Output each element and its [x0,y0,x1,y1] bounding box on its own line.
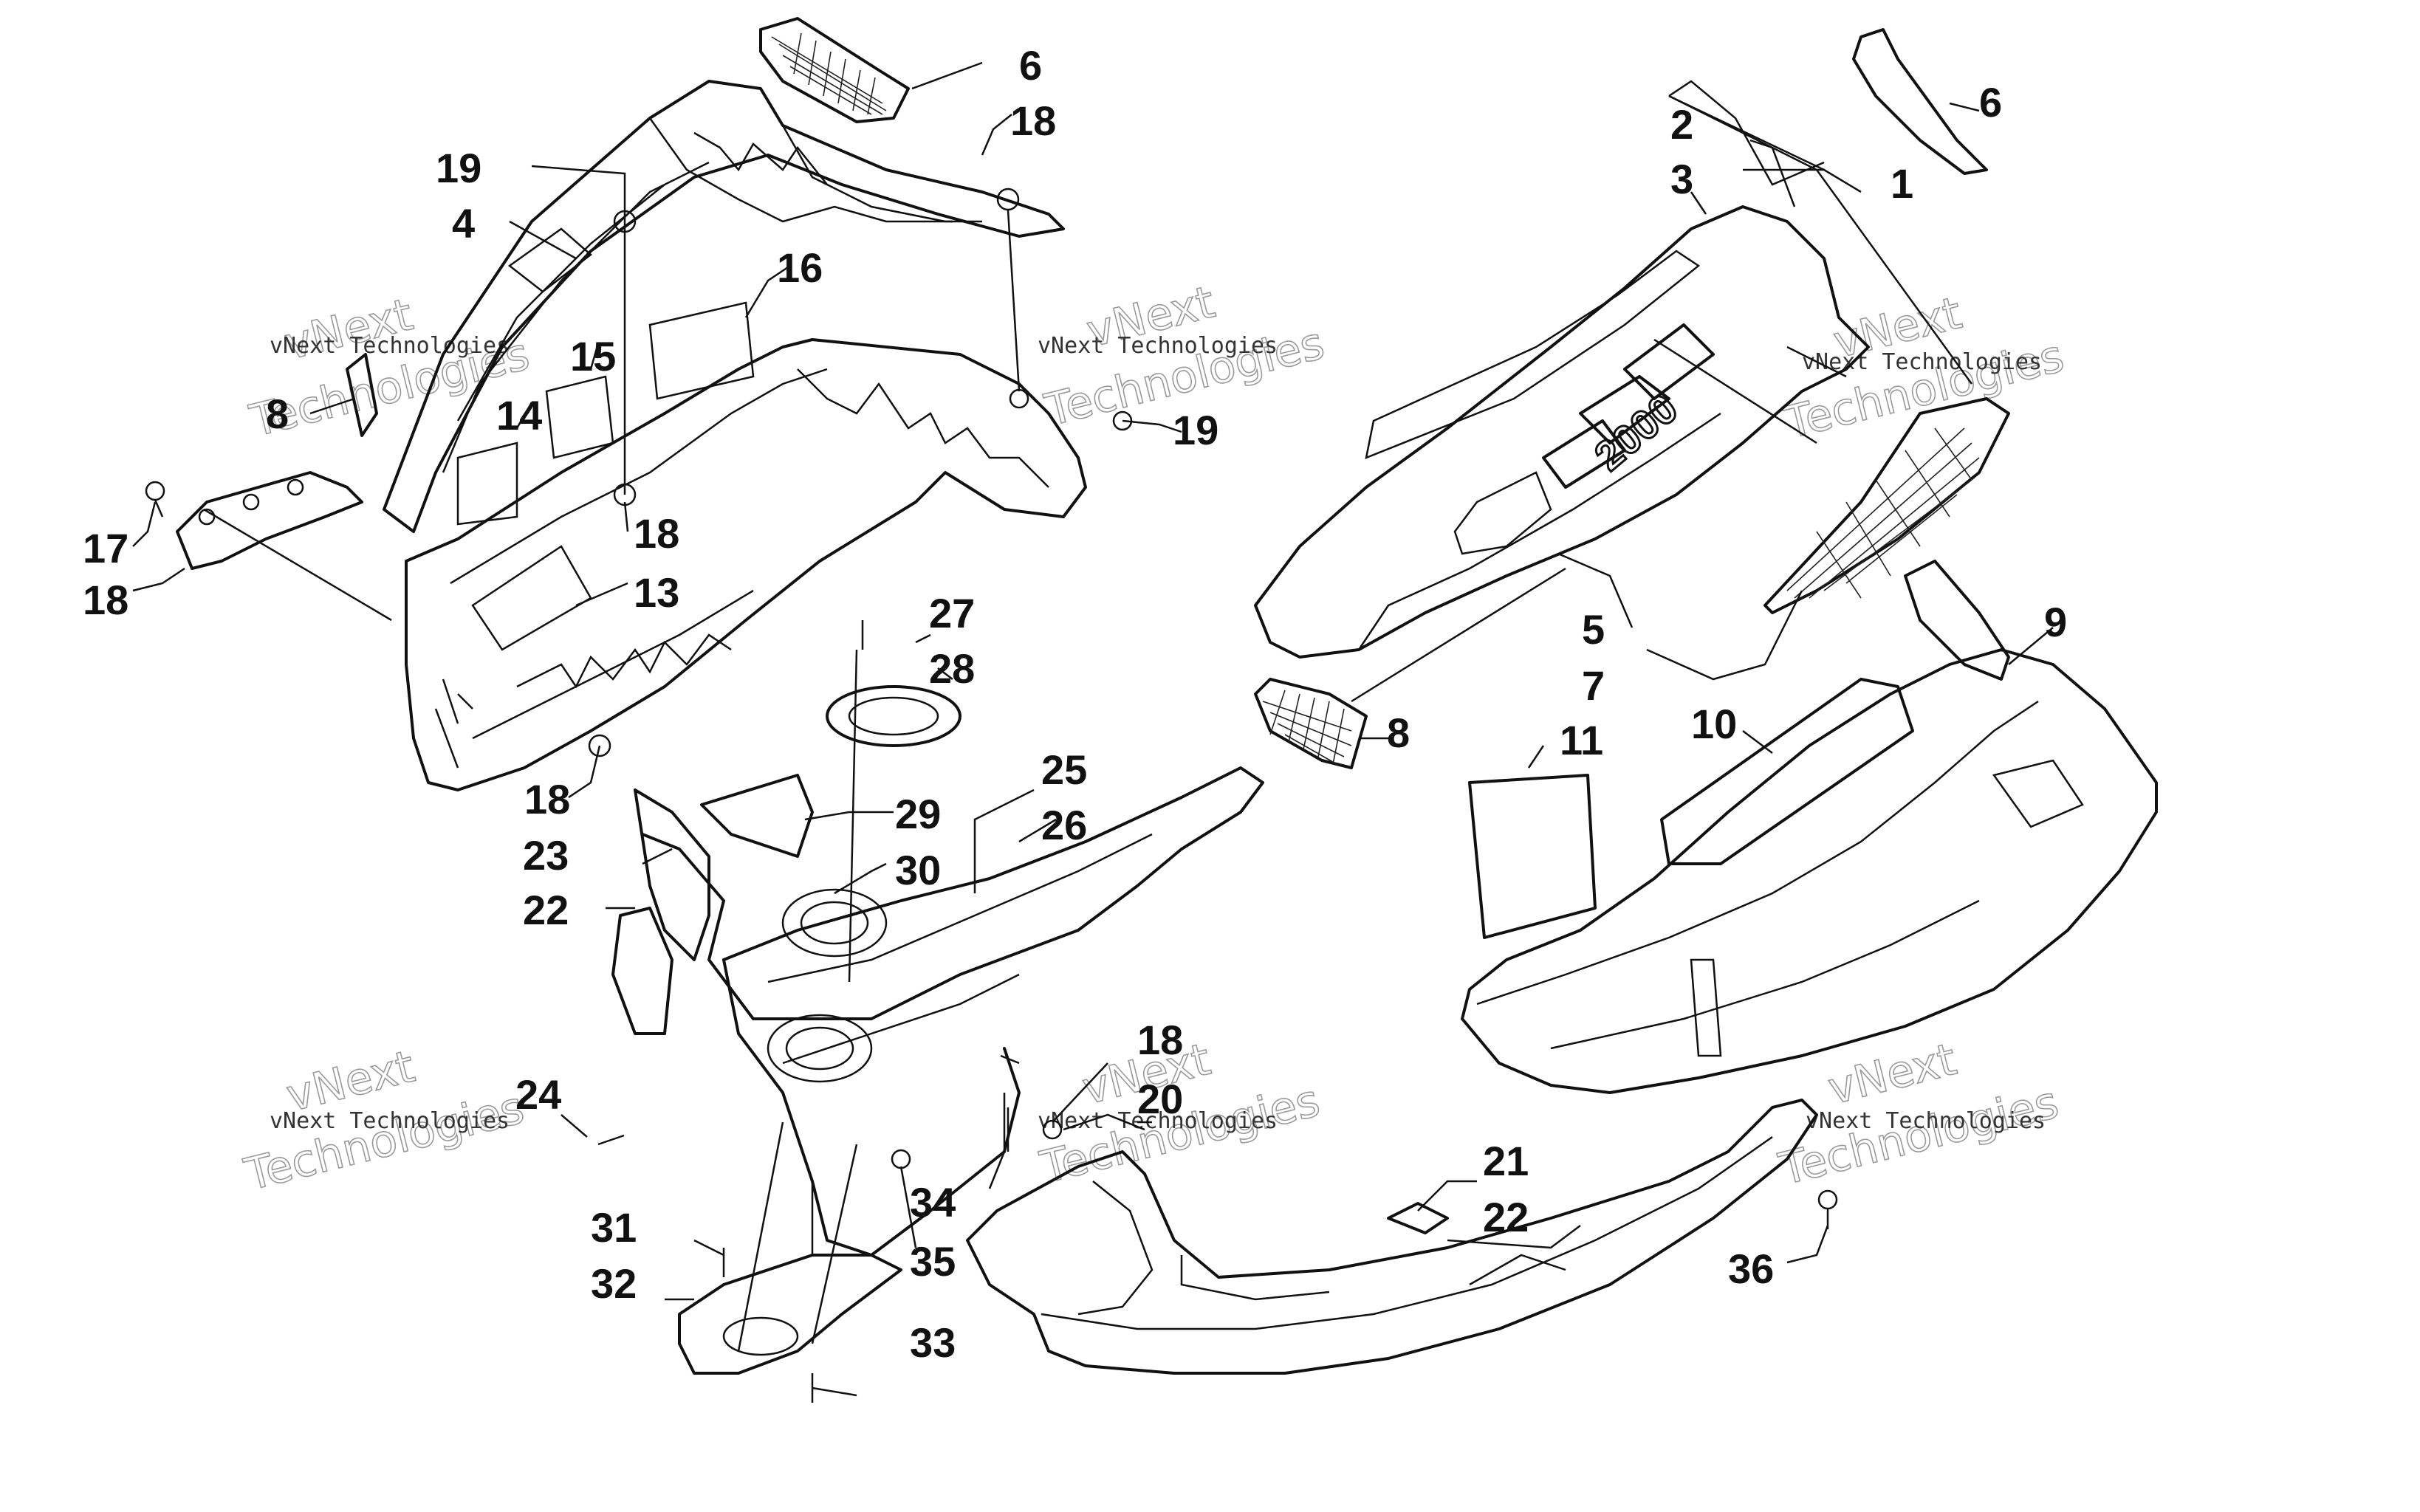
callout-26: 26 [1041,802,1087,848]
watermark-text: vNext Technologies [270,1108,510,1134]
callout-10: 10 [1691,701,1737,747]
watermark-text: vNext Technologies [1802,349,2042,375]
callout-8-left: 8 [266,391,289,437]
callout-33: 33 [910,1319,956,1366]
callout-1: 1 [1891,160,1913,207]
callout-8-right: 8 [1387,709,1410,756]
callout-7: 7 [1582,662,1605,709]
svg-text:Technologies: Technologies [239,1082,529,1200]
callout-21: 21 [1483,1138,1529,1184]
callout-14: 15 [570,333,616,379]
fasteners [597,410,1133,1403]
callout-2: 2 [1670,101,1693,148]
callout-20: 20 [1137,1076,1183,1122]
callout-22-left: 22 [523,887,569,933]
callout-27: 27 [929,590,975,636]
callout-9: 9 [2044,599,2067,645]
callout-19-left: 19 [436,145,481,191]
watermark-text: vNext Technologies [1038,1108,1278,1134]
side-panel [1461,560,2158,1094]
running-board [966,1099,1838,1375]
callout-32: 32 [591,1260,637,1307]
callout-22-right: 22 [1483,1194,1529,1240]
callout-6-left: 6 [1019,42,1042,89]
watermark-text: vNext Technologies [1038,333,1278,359]
callout-28: 28 [929,645,975,692]
callout-3: 3 [1670,156,1693,202]
callout-31: 31 [591,1204,637,1251]
callout-34: 34 [910,1179,956,1226]
callout-16: 17 [83,525,128,571]
callout-19-right: 19 [1173,407,1218,453]
callout-25: 25 [1041,746,1087,793]
callout-labels: 6 18 19 4 16 15 14 8 17 18 18 13 18 19 2… [83,42,2067,1366]
callout-35: 35 [910,1238,956,1285]
svg-text:Technologies: Technologies [1774,1076,2063,1195]
top-vent-grille-left [759,17,910,123]
watermark-text: vNext Technologies [1806,1108,2046,1134]
belly-pan [611,649,1264,1375]
callout-12: 13 [634,569,679,616]
callout-15: 16 [777,244,823,291]
callout-13: 14 [496,392,542,439]
svg-text:Technologies: Technologies [1780,330,2069,449]
svg-text:vNext: vNext [1823,1034,1961,1115]
callout-6-right: 6 [1979,79,2002,126]
callout-23: 23 [523,832,569,879]
callout-24: 24 [515,1071,561,1118]
callout-18-bottom: 18 [1137,1017,1183,1063]
callout-18-mid: 18 [634,510,679,557]
callout-5: 5 [1582,606,1605,653]
callout-11: 11 [1560,717,1603,763]
callout-18-lower: 18 [524,776,570,822]
lower-nose-pan [145,188,1087,791]
watermark-text: vNext Technologies [270,333,510,359]
upper-nose-pan [383,80,1065,533]
callout-18-top: 18 [1010,97,1056,144]
callout-17: 18 [83,577,128,623]
callout-30: 30 [895,847,941,893]
callout-29: 29 [895,791,941,837]
callout-4: 4 [452,200,475,247]
callout-36: 36 [1728,1245,1774,1292]
leader-lines [132,61,2054,1397]
